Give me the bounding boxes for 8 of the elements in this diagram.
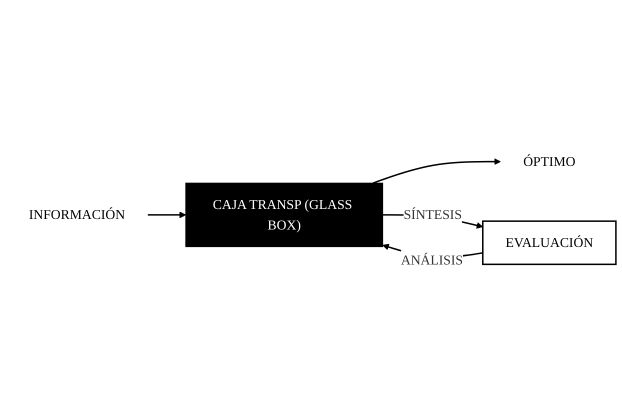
arrow xyxy=(148,212,186,218)
edge-label: SÍNTESIS xyxy=(404,207,462,222)
arrow xyxy=(372,158,501,184)
node-box: CAJA TRANSP (GLASS BOX) xyxy=(185,182,384,248)
edge-label: ANÁLISIS xyxy=(400,252,464,268)
node-box: EVALUACIÓN xyxy=(482,220,617,266)
node-text: ÓPTIMO xyxy=(523,154,576,170)
node-text: INFORMACIÓN xyxy=(28,207,126,222)
